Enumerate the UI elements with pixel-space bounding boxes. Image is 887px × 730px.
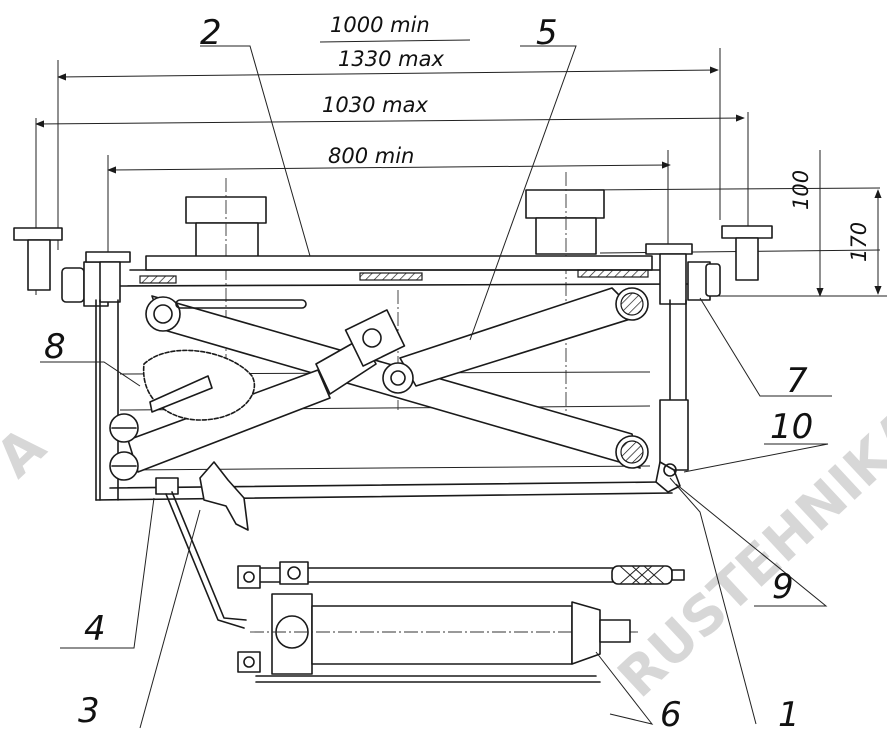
- dimension-top-denominator: 1330 max: [338, 47, 444, 71]
- callout-7: 7: [786, 361, 808, 401]
- dimension-vertical-170: 170: [847, 222, 871, 262]
- dimension-lines: 1000 min 1330 max 1030 max 800 min 100 1…: [35, 13, 887, 300]
- dimension-vertical-100: 100: [789, 170, 813, 210]
- callout-1: 1: [778, 695, 800, 730]
- cylinder-assembly: [109, 309, 406, 481]
- callout-6: 6: [660, 695, 682, 730]
- watermark-main: RUSTEHNIKA: [606, 396, 887, 710]
- callout-2: 2: [200, 13, 222, 53]
- top-plate: [99, 255, 691, 287]
- callout-numbers: 2 5 8 7 10 9 4 3 6 1: [44, 13, 813, 730]
- lock-bracket: [142, 349, 256, 421]
- callout-5: 5: [536, 13, 558, 53]
- dimension-top-numerator: 1000 min: [330, 13, 430, 37]
- leader-lines: [40, 45, 832, 729]
- callout-4: 4: [84, 609, 106, 649]
- left-screw: [61, 251, 131, 501]
- hook-lever: [155, 461, 249, 531]
- callout-3: 3: [78, 691, 100, 730]
- dimension-mid-span: 1030 max: [322, 93, 428, 117]
- callout-8: 8: [44, 327, 66, 367]
- scissor-arms: [145, 287, 649, 469]
- right-latch: [655, 399, 689, 493]
- raised-pads: [13, 172, 773, 420]
- watermark-left: A: [0, 415, 58, 490]
- callout-10: 10: [770, 407, 813, 447]
- pump-assembly: [165, 491, 685, 683]
- dimension-inner-span: 800 min: [328, 144, 414, 168]
- callout-9: 9: [772, 567, 794, 607]
